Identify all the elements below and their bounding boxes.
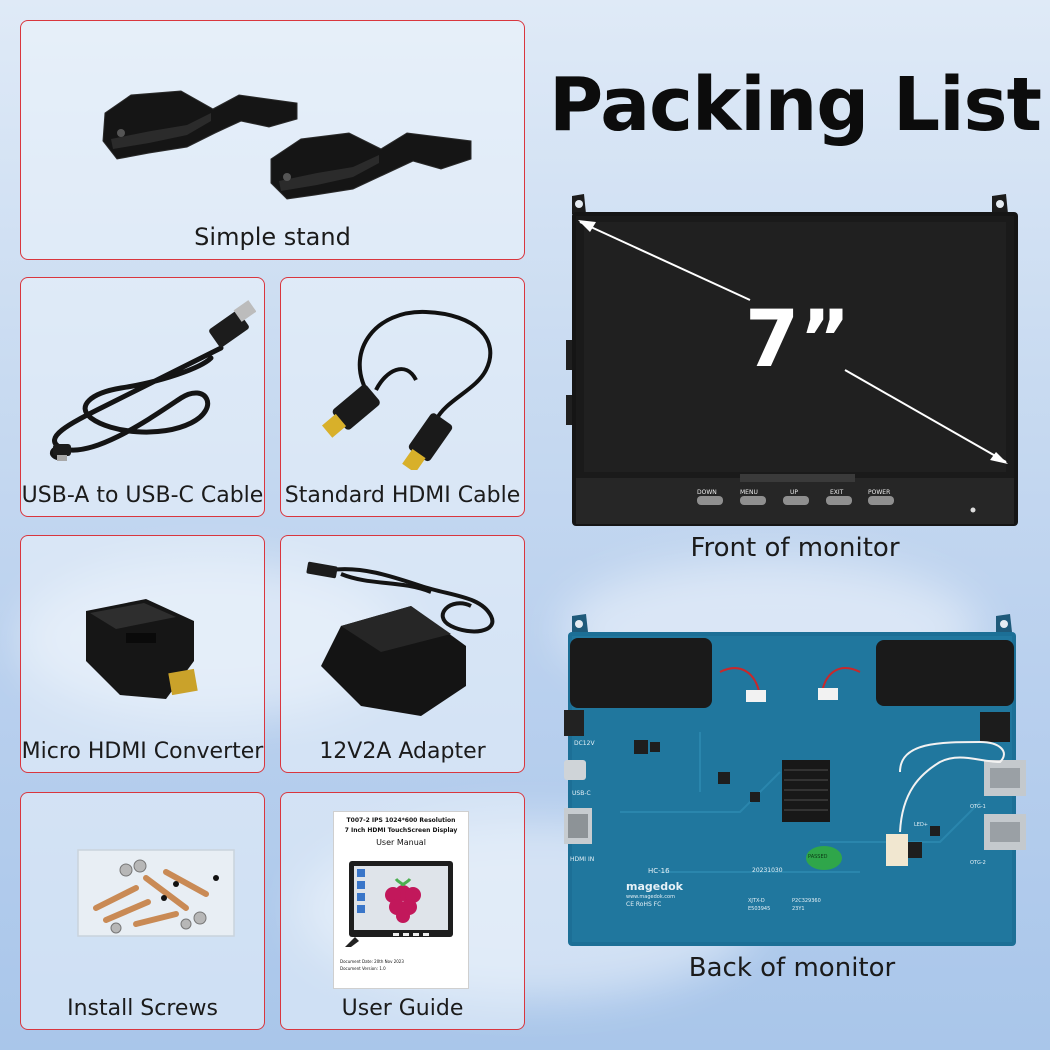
- item-card-usb-cable: USB-A to USB-C Cable: [20, 277, 265, 517]
- board-label-otg1: OTG-1: [970, 804, 986, 810]
- manual-heading: User Manual: [376, 838, 426, 847]
- item-card-hdmi-cable: Standard HDMI Cable: [280, 277, 525, 517]
- item-label: Micro HDMI Converter: [21, 739, 264, 764]
- manual-title-line: T007-2 IPS 1024*600 Resolution: [346, 817, 456, 824]
- front-of-monitor-label: Front of monitor: [690, 533, 900, 563]
- micro-hdmi-adapter-icon: [86, 599, 198, 699]
- monitor-front-image: [566, 194, 1018, 526]
- board-certs: CE RoHS FC: [626, 901, 662, 908]
- board-brand-logo: magedok: [626, 880, 683, 893]
- board-code: XJTX-D: [748, 898, 765, 904]
- item-card-micro-hdmi: Micro HDMI Converter: [20, 535, 265, 773]
- item-label: USB-A to USB-C Cable: [21, 483, 264, 508]
- board-labels: DC12V USB-C HDMI IN HC-16 magedok www.ma…: [566, 612, 1036, 952]
- screws-icon: [77, 849, 235, 937]
- board-code: E503945: [748, 906, 771, 912]
- button-label-menu: MENU: [740, 489, 758, 496]
- board-date: 20231030: [752, 867, 783, 874]
- board-label-otg2: OTG-2: [970, 860, 986, 866]
- item-label: Standard HDMI Cable: [284, 483, 521, 508]
- button-label-up: UP: [790, 489, 799, 496]
- page-title: Packing List: [549, 62, 1042, 148]
- board-label-hdmi: HDMI IN: [570, 856, 595, 863]
- button-label-down: DOWN: [697, 489, 717, 496]
- board-code: 23Y1: [792, 906, 805, 912]
- board-url: www.magedok.com: [626, 894, 675, 900]
- usb-cable-icon: [50, 300, 256, 461]
- button-label-exit: EXIT: [830, 489, 844, 496]
- item-card-adapter: 12V2A Adapter: [280, 535, 525, 773]
- monitor-back-image: [564, 614, 1026, 946]
- button-label-power: POWER: [868, 489, 891, 496]
- hdmi-cable-icon: [321, 309, 493, 470]
- item-label: User Guide: [341, 996, 464, 1021]
- board-passed-sticker: PASSED: [808, 854, 828, 860]
- power-adapter-icon: [306, 561, 495, 716]
- board-label-model: HC-16: [648, 867, 670, 875]
- board-label-usbc: USB-C: [572, 790, 591, 797]
- board-label-led: LED+: [914, 822, 928, 828]
- board-code: P2C329360: [792, 898, 821, 904]
- item-card-stand: Simple stand: [20, 20, 525, 260]
- back-of-monitor-label: Back of monitor: [688, 953, 896, 983]
- manual-footer: Document Date: 20th Nov 2023: [340, 959, 404, 964]
- manual-cover-image: [345, 861, 453, 947]
- item-card-screws: Install Screws: [20, 792, 265, 1030]
- stand-icon: [102, 90, 472, 200]
- item-label: Simple stand: [194, 223, 351, 251]
- screen-size-text: 7”: [745, 295, 851, 385]
- manual-icon: T007-2 IPS 1024*600 Resolution 7 Inch HD…: [333, 811, 469, 989]
- item-card-user-guide: T007-2 IPS 1024*600 Resolution 7 Inch HD…: [280, 792, 525, 1030]
- manual-title-line: 7 Inch HDMI TouchScreen Display: [344, 827, 458, 834]
- manual-footer: Document Version: 1.0: [340, 966, 386, 971]
- item-label: 12V2A Adapter: [319, 739, 486, 764]
- board-label-dc: DC12V: [574, 740, 595, 747]
- item-label: Install Screws: [67, 996, 218, 1021]
